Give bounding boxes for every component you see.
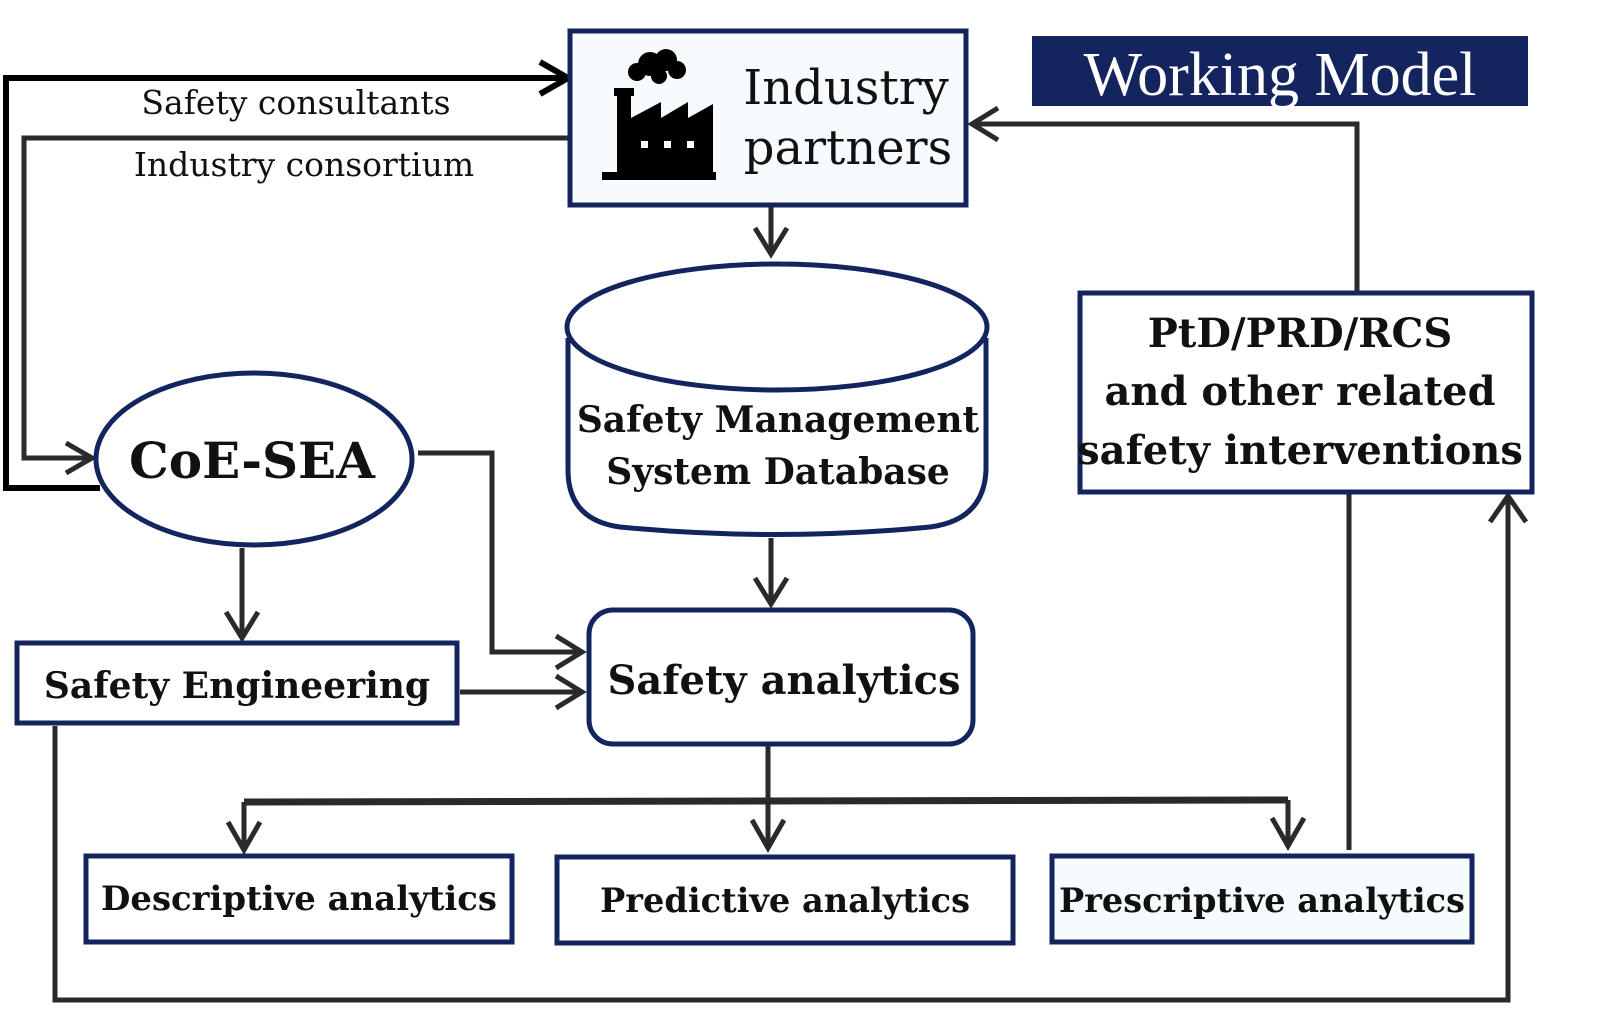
database-line1: Safety Management <box>577 399 980 441</box>
interventions-line1: PtD/PRD/RCS <box>1148 310 1452 357</box>
database-line2: System Database <box>606 451 950 493</box>
arrowhead-into-descriptive <box>225 820 263 856</box>
title-background <box>1032 36 1528 106</box>
predictive-analytics-label: Predictive analytics <box>600 881 970 921</box>
arrowhead-into-database <box>752 226 790 259</box>
coe-sea-label: CoE-SEA <box>129 431 376 490</box>
edge-coe-to-analytics <box>418 450 582 655</box>
diagram-title: Working Model <box>1084 41 1477 109</box>
interventions-line3: safety interventions <box>1077 427 1523 474</box>
node-predictive-analytics: Predictive analytics <box>554 854 1016 946</box>
edge-interventions-to-industry <box>972 121 1360 292</box>
node-safety-management-database: Safety Management System Database <box>564 261 990 537</box>
node-safety-engineering: Safety Engineering <box>14 640 460 726</box>
factory-icon <box>602 49 716 180</box>
safety-analytics-label: Safety analytics <box>607 657 960 704</box>
arrowhead-interventions-into-industry <box>967 105 1000 143</box>
node-industry-partners: Industry partners <box>567 28 969 208</box>
node-safety-analytics: Safety analytics <box>586 607 976 747</box>
edge-analytics-branch-bar <box>243 796 1289 806</box>
arrowhead-into-engineering <box>223 610 261 643</box>
arrowhead-into-prescriptive <box>1269 816 1307 852</box>
industry-partners-line1: Industry <box>743 60 949 116</box>
industry-partners-line2: partners <box>744 120 952 176</box>
label-safety-consultants: Safety consultants <box>141 83 450 122</box>
arrowhead-into-predictive <box>749 818 787 854</box>
safety-engineering-label: Safety Engineering <box>44 665 430 707</box>
arrowhead-into-coe <box>64 440 98 476</box>
node-coe-sea: CoE-SEA <box>93 370 415 548</box>
arrowhead-into-analytics-top <box>752 576 790 609</box>
descriptive-analytics-label: Descriptive analytics <box>101 879 497 919</box>
node-descriptive-analytics: Descriptive analytics <box>83 853 515 945</box>
edge-engineering-to-interventions <box>52 496 1511 1003</box>
node-safety-interventions: PtD/PRD/RCS and other related safety int… <box>1077 290 1535 495</box>
arrowhead-engineering-into-analytics <box>554 673 587 711</box>
interventions-line2: and other related <box>1104 368 1495 415</box>
edge-coe-to-industry <box>3 75 568 491</box>
label-industry-consortium: Industry consortium <box>134 145 474 184</box>
title-banner: Working Model <box>1032 36 1528 109</box>
node-prescriptive-analytics: Prescriptive analytics <box>1049 853 1475 945</box>
arrowhead-into-interventions <box>1487 491 1529 524</box>
edge-industry-to-coe <box>21 135 568 461</box>
prescriptive-analytics-label: Prescriptive analytics <box>1059 881 1465 921</box>
arrowhead-coe-into-analytics <box>554 633 587 671</box>
